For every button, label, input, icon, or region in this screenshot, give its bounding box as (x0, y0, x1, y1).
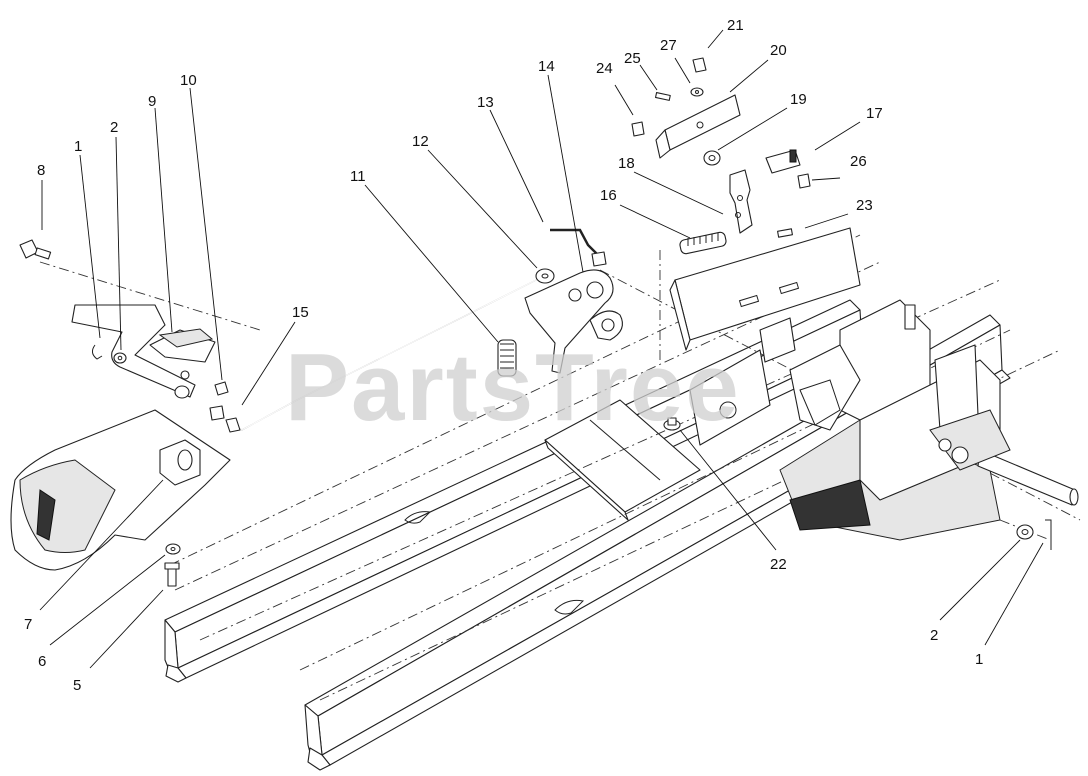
lever-plate-14 (524, 269, 623, 374)
nut-21 (692, 57, 707, 73)
callout-21: 21 (727, 17, 744, 34)
brake-pedal-9 (71, 304, 216, 398)
bushing (174, 385, 225, 421)
switch-17 (765, 149, 801, 174)
spring-11 (497, 339, 517, 377)
callout-13: 13 (477, 94, 494, 111)
callout-12: 12 (412, 133, 429, 150)
callout-7: 7 (24, 616, 32, 633)
foot-plate-7 (10, 409, 231, 571)
callout-16: 16 (600, 187, 617, 204)
washer-19 (703, 150, 721, 166)
washer-2 (113, 352, 127, 364)
callout-11: 11 (350, 168, 366, 185)
callout-19: 19 (790, 91, 807, 108)
callout-18: 18 (618, 155, 635, 172)
bracket-18 (729, 169, 753, 234)
callout-1-right: 1 (975, 651, 983, 668)
callout-10: 10 (180, 72, 197, 89)
transaxle (779, 299, 1079, 541)
callout-8: 8 (37, 162, 45, 179)
callout-15: 15 (292, 304, 309, 321)
callout-27: 27 (660, 37, 677, 54)
callout-24: 24 (596, 60, 613, 77)
bracket-20 (655, 94, 741, 159)
bolt-8 (19, 239, 52, 260)
callout-5: 5 (73, 677, 81, 694)
callout-labels: 8 1 2 9 10 11 12 13 14 15 16 17 18 19 20… (24, 17, 983, 694)
nut-10 (214, 381, 229, 396)
callout-20: 20 (770, 42, 787, 59)
callout-25: 25 (624, 50, 641, 67)
clip-1-right (1045, 519, 1052, 550)
screw-top (777, 228, 793, 238)
callout-17: 17 (866, 105, 883, 122)
callout-2: 2 (110, 119, 118, 136)
callout-1: 1 (74, 138, 82, 155)
callout-22: 22 (770, 556, 787, 573)
washer-6 (165, 543, 181, 555)
spring-16 (679, 231, 727, 255)
rod-13 (550, 228, 607, 267)
clip-1 (91, 344, 103, 360)
watermark: PartsTree (285, 334, 741, 441)
bolt-22 (663, 417, 681, 431)
bracket-23 (669, 227, 861, 351)
callout-2-right: 2 (930, 627, 938, 644)
washer-12 (535, 268, 555, 284)
callout-23: 23 (856, 197, 873, 214)
callout-6: 6 (38, 653, 46, 670)
washer-27 (690, 87, 704, 97)
inner-bracket (689, 317, 796, 446)
nut-24 (631, 121, 645, 137)
bolt-5 (164, 562, 180, 587)
washer-2-right (1016, 524, 1034, 540)
nut-26 (797, 173, 811, 189)
callout-26: 26 (850, 153, 867, 170)
leader-lines (39, 29, 1044, 669)
callout-9: 9 (148, 93, 156, 110)
callout-14: 14 (538, 58, 555, 75)
bolt-25 (654, 92, 671, 101)
cross-member (544, 399, 701, 521)
